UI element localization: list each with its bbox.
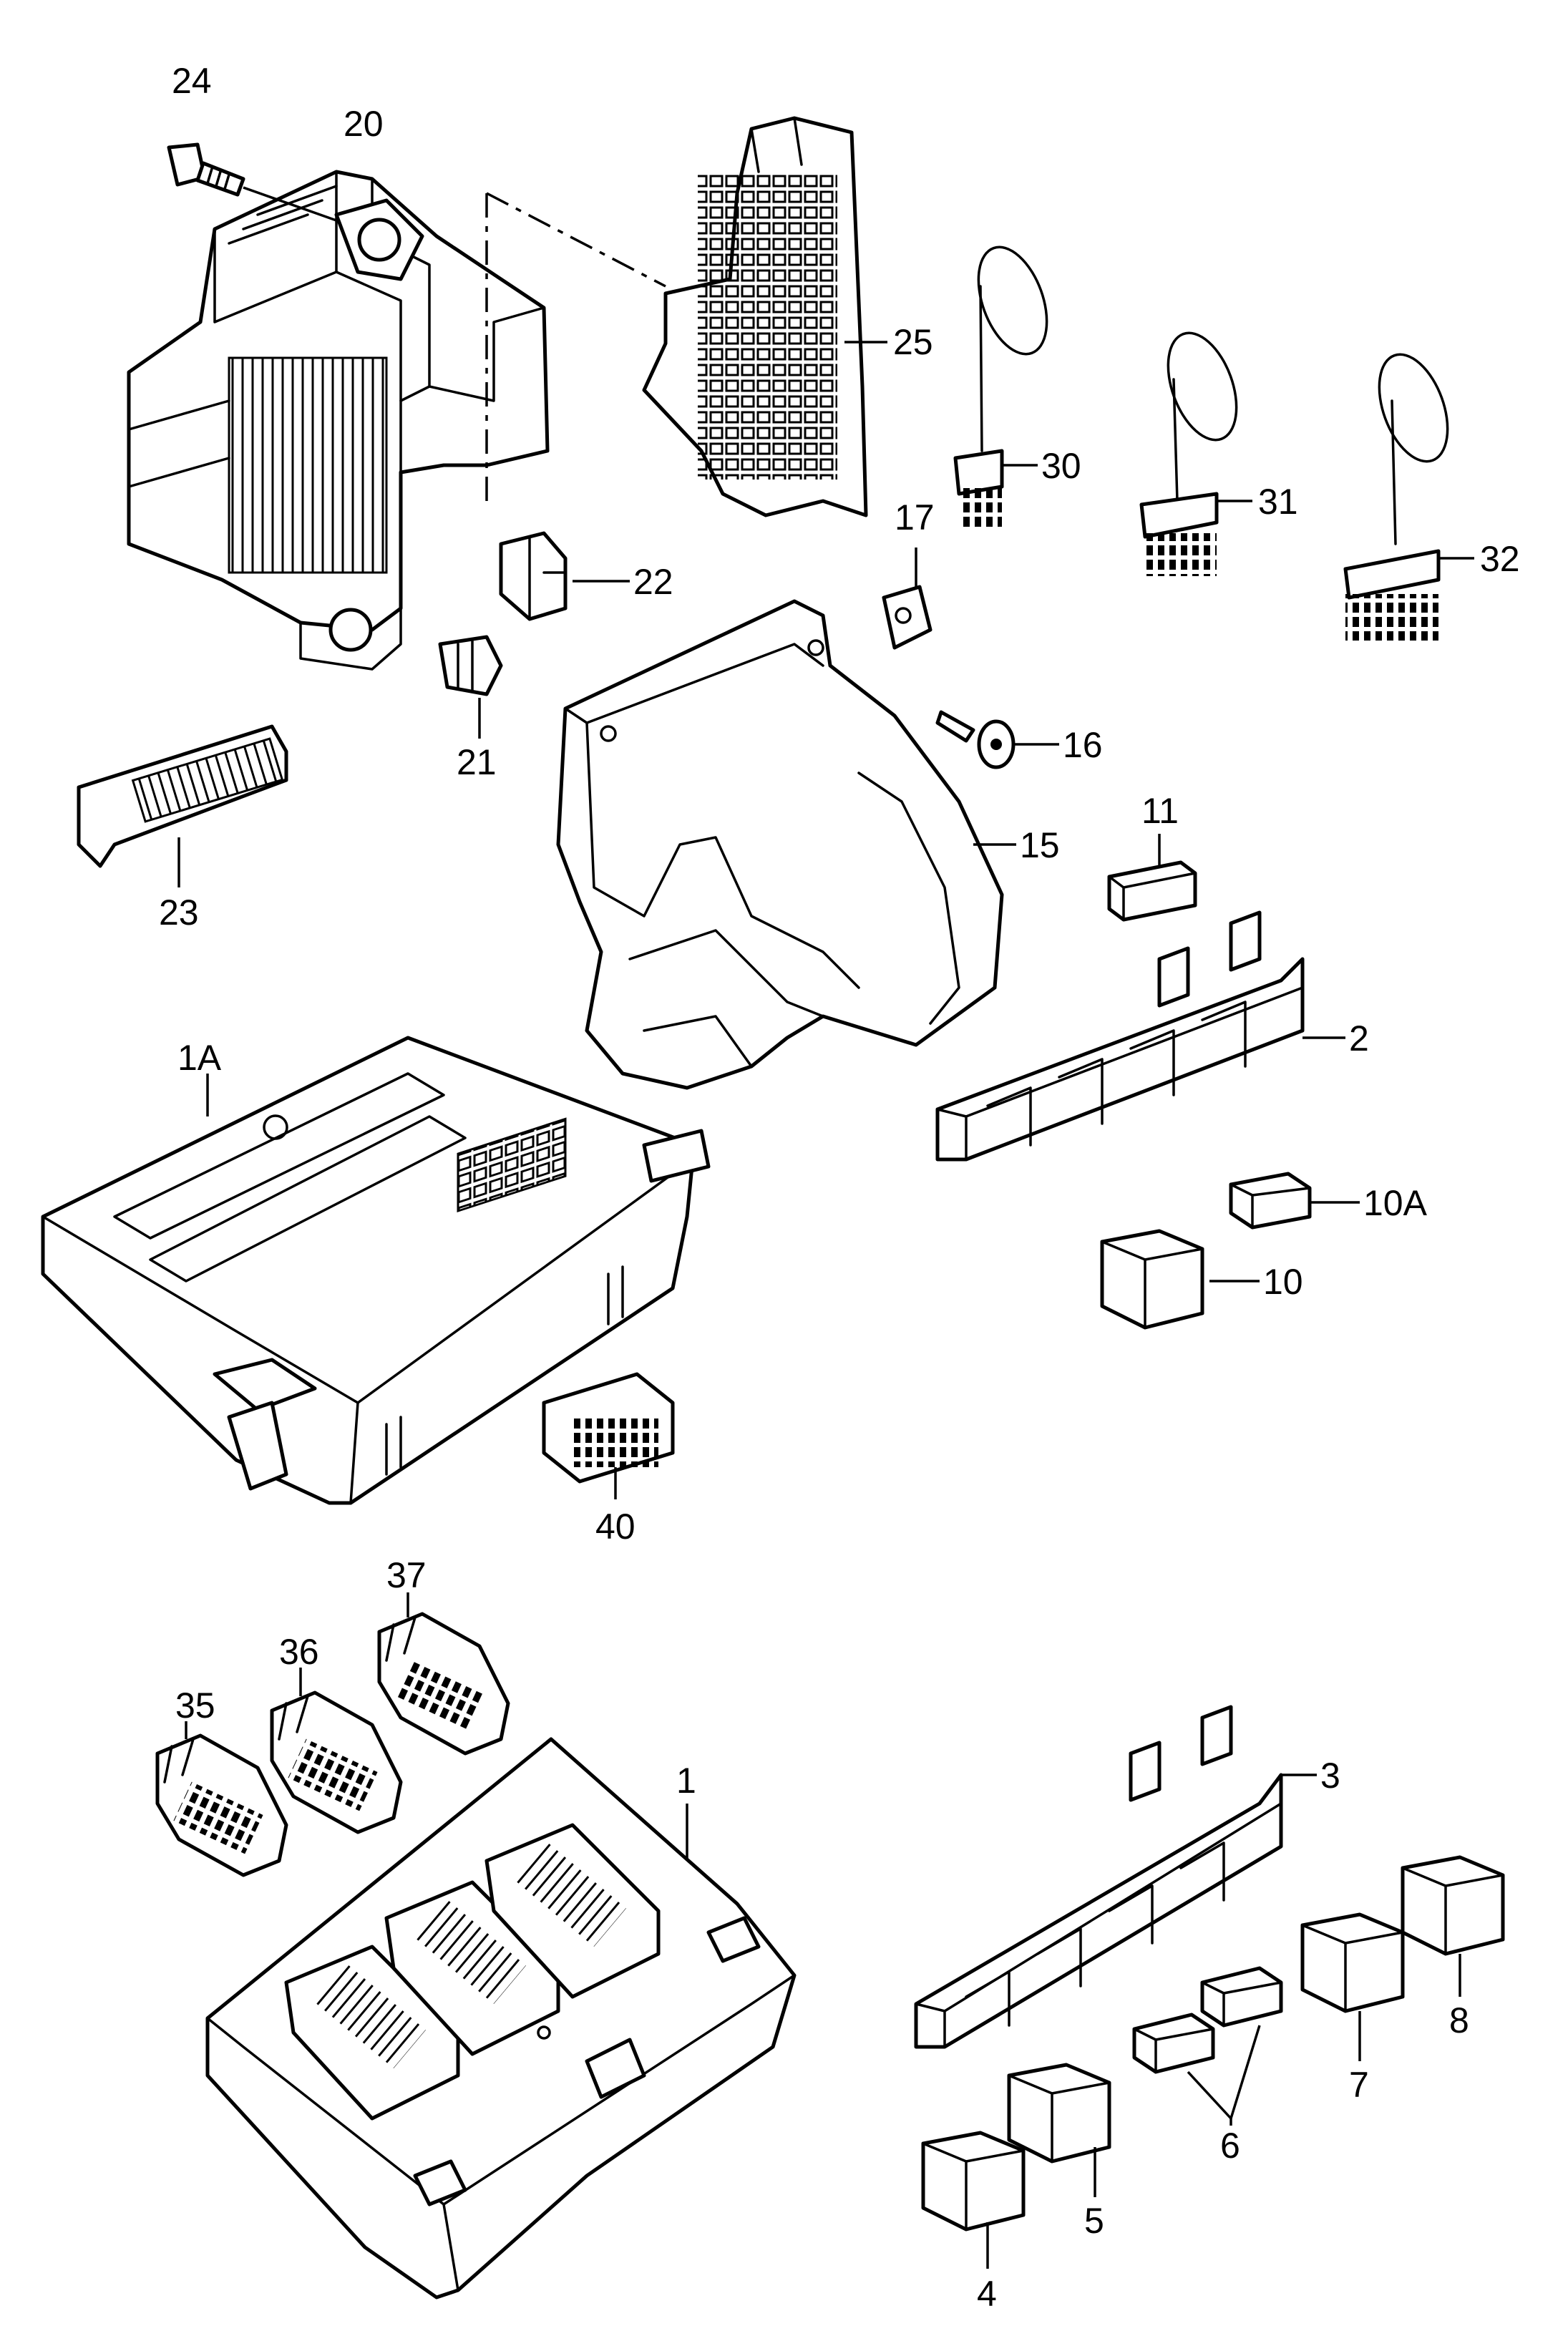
callout-2: 2 (1349, 1018, 1369, 1059)
control-module-1A (41, 1036, 711, 1505)
relay-10A (1229, 1172, 1360, 1230)
callout-7: 7 (1349, 2065, 1369, 2105)
callout-labels: 24 20 25 30 31 32 17 22 21 16 15 11 23 2… (159, 61, 1520, 2314)
relay-8 (1401, 1855, 1505, 1997)
relay-10 (1100, 1229, 1260, 1330)
callout-23: 23 (159, 892, 199, 933)
callout-15: 15 (1020, 825, 1060, 865)
wire-harness-31 (1139, 331, 1252, 576)
callout-31: 31 (1258, 482, 1298, 522)
callout-1: 1 (676, 1761, 696, 1801)
callout-32: 32 (1480, 539, 1520, 579)
relay-11 (1107, 834, 1197, 922)
fuse-holder-20 (127, 170, 550, 671)
relay-4 (921, 2131, 1026, 2269)
connector-37 (377, 1592, 510, 1756)
callout-11: 11 (1141, 791, 1179, 831)
bracket-15 (556, 599, 1016, 1090)
fuse-22 (499, 531, 630, 621)
callout-6: 6 (1220, 2126, 1240, 2166)
callout-17: 17 (895, 497, 935, 537)
callout-10: 10 (1263, 1262, 1303, 1302)
relay-plate-2 (935, 910, 1345, 1162)
connector-35 (155, 1721, 288, 1877)
relay-6 (1132, 1966, 1283, 2126)
callout-30: 30 (1041, 446, 1081, 486)
relay-carrier-23 (77, 724, 288, 887)
relay-7 (1300, 1912, 1405, 2061)
callout-21: 21 (457, 742, 497, 782)
callout-10A: 10A (1363, 1183, 1428, 1223)
callout-4: 4 (977, 2274, 997, 2314)
callout-40: 40 (595, 1507, 636, 1547)
clip-nut-17 (882, 548, 932, 650)
bolt-24 (167, 142, 337, 222)
callout-22: 22 (633, 562, 673, 602)
callout-3: 3 (1320, 1756, 1340, 1796)
cover-25 (642, 116, 887, 517)
callout-1A: 1A (177, 1038, 222, 1078)
callout-25: 25 (893, 322, 933, 362)
connector-40 (542, 1372, 675, 1499)
callout-37: 37 (386, 1555, 427, 1595)
callout-24: 24 (172, 61, 212, 101)
screw-16 (935, 710, 1059, 769)
connector-36 (270, 1668, 403, 1834)
wire-harness-32 (1343, 353, 1474, 641)
callout-8: 8 (1449, 2000, 1469, 2040)
callout-35: 35 (175, 1685, 215, 1726)
callout-16: 16 (1063, 725, 1103, 765)
callout-36: 36 (279, 1632, 319, 1672)
callout-5: 5 (1084, 2201, 1104, 2241)
wire-harness-30 (953, 245, 1048, 530)
assembly-line-25 (486, 192, 666, 288)
relay-5 (1007, 2063, 1111, 2197)
control-module-1 (205, 1737, 797, 2300)
fuse-21 (438, 635, 503, 739)
relay-plate-3 (914, 1705, 1317, 2049)
callout-20: 20 (344, 104, 384, 144)
